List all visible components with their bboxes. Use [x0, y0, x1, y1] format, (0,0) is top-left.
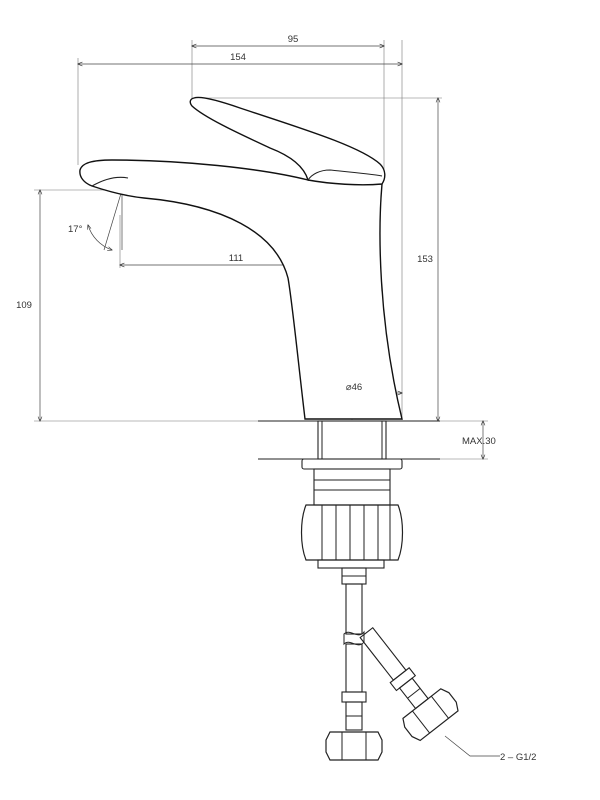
label-max30: MAX.30	[462, 436, 496, 447]
label-g12: 2 – G1/2	[500, 752, 536, 763]
label-154: 154	[230, 52, 246, 63]
mounting-assembly	[300, 458, 404, 585]
dimension-labels: 95 154 153 109 111 17° ⌀46 MAX.30 2 – G1…	[16, 34, 536, 763]
faucet-spout-body	[79, 159, 403, 420]
label-153: 153	[417, 254, 433, 265]
label-111: 111	[229, 253, 243, 264]
dimension-lines	[40, 46, 500, 757]
leader-g12	[444, 735, 500, 757]
faucet-body	[79, 96, 403, 420]
extension-lines	[34, 40, 488, 460]
label-17deg: 17°	[68, 224, 83, 235]
supply-hoses	[325, 583, 459, 761]
label-95: 95	[288, 34, 299, 45]
deck-section	[258, 420, 440, 460]
dim-arc-17	[88, 225, 112, 250]
label-109: 109	[16, 300, 32, 311]
lever-handle	[189, 96, 386, 186]
label-46: ⌀46	[346, 382, 362, 393]
